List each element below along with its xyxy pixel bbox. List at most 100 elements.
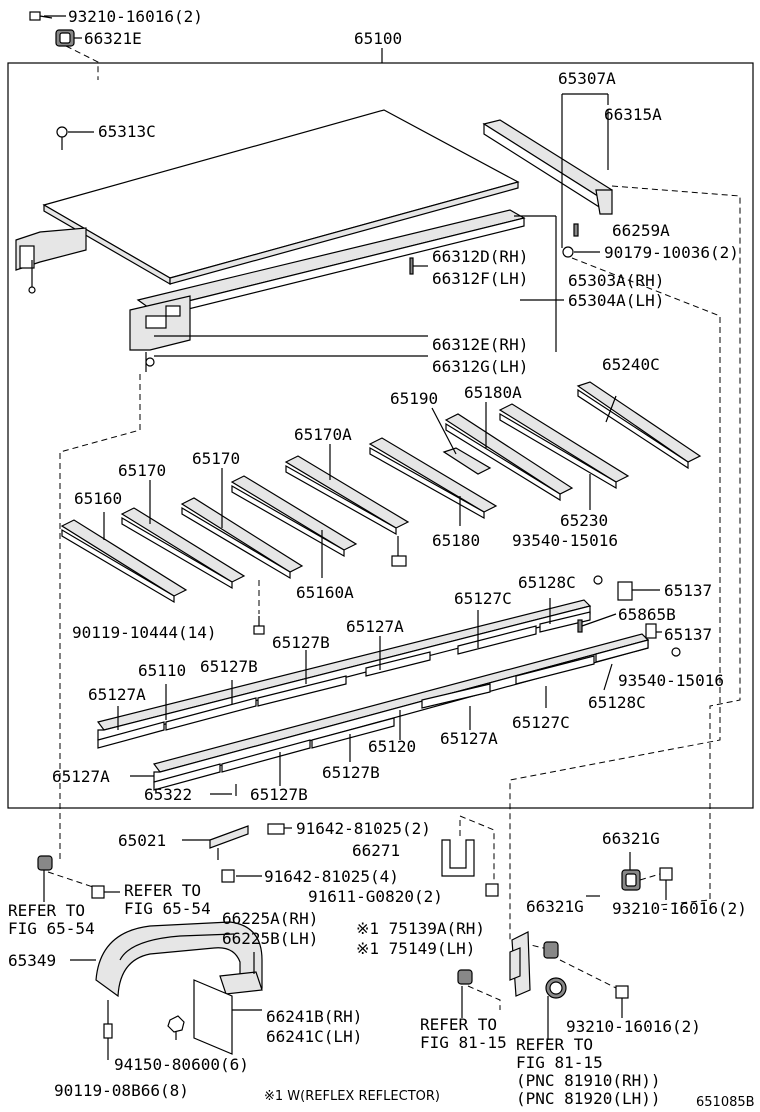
label-93540-b: 93540-15016: [618, 671, 724, 690]
bolt-icon: [267, 823, 285, 835]
label-65190: 65190: [390, 389, 438, 408]
label-91642-b: 91642-81025(4): [264, 867, 399, 886]
label-93210-c: 93210-16016(2): [566, 1017, 701, 1036]
label-91611: 91611-G0820(2): [308, 887, 443, 906]
label-65128C-b: 65128C: [588, 693, 646, 712]
label-65137-b: 65137: [664, 625, 712, 644]
label-65127C-b: 65127C: [512, 713, 570, 732]
label-65160A: 65160A: [296, 583, 354, 602]
label-66312D: 66312D(RH): [432, 247, 528, 266]
label-65304A: 65304A(LH): [568, 291, 664, 310]
label-65307A: 65307A: [558, 69, 616, 88]
bracket-65137-bottom: [645, 623, 657, 639]
label-66315A: 66315A: [604, 105, 662, 124]
label-65303A: 65303A(RH): [568, 271, 664, 290]
label-91642-a: 91642-81025(2): [296, 819, 431, 838]
label-65230: 65230: [560, 511, 608, 530]
label-93210-b: 93210-16016(2): [612, 899, 747, 918]
label-75149: ※1 75149(LH): [356, 939, 475, 958]
refer-65-54-b-line2: FIG 65-54: [124, 899, 211, 918]
bolt-icon: [221, 869, 235, 883]
bolt-icon: [485, 883, 499, 897]
label-66321G-b: 66321G: [526, 897, 584, 916]
cross-member-65170-1: [120, 507, 246, 590]
label-65127B-d: 65127B: [250, 785, 308, 804]
bracket-66225: [219, 952, 263, 995]
label-66271: 66271: [352, 841, 400, 860]
label-65127B-c: 65127B: [322, 763, 380, 782]
cross-member-65180A: [498, 403, 630, 490]
label-90179: 90179-10036(2): [604, 243, 739, 262]
label-65100: 65100: [354, 29, 402, 48]
bracket-66271: [441, 839, 475, 877]
label-65170-2: 65170: [192, 449, 240, 468]
label-66241B: 66241B(RH): [266, 1007, 362, 1026]
diagram-code: 651085B: [696, 1095, 755, 1110]
label-65128C-a: 65128C: [518, 573, 576, 592]
cross-member-65190: [442, 447, 492, 475]
label-65137-a: 65137: [664, 581, 712, 600]
label-66312E: 66312E(RH): [432, 335, 528, 354]
label-65127C-a: 65127C: [454, 589, 512, 608]
label-66225A: 66225A(RH): [222, 909, 318, 928]
bolt-icon: [29, 11, 53, 21]
label-pnc-81910: (PNC 81910(RH)): [516, 1071, 661, 1090]
reflector-icon: [545, 977, 567, 999]
label-66321G-a: 66321G: [602, 829, 660, 848]
label-65110: 65110: [138, 661, 186, 680]
cushion-icon: [55, 29, 75, 47]
label-90119-08B66: 90119-08B66(8): [54, 1081, 189, 1100]
label-65127B-b: 65127B: [200, 657, 258, 676]
refer-65-54-b-line1: REFER TO: [124, 881, 201, 900]
label-66225B: 66225B(LH): [222, 929, 318, 948]
label-65021: 65021: [118, 831, 166, 850]
cushion-icon: [621, 869, 641, 891]
refer-81-15-a-line2: FIG 81-15: [420, 1033, 507, 1052]
label-66241C: 66241C(LH): [266, 1027, 362, 1046]
label-65127B-a: 65127B: [272, 633, 330, 652]
hinge-bracket: [15, 227, 87, 294]
label-66259A: 66259A: [612, 221, 670, 240]
label-65170A: 65170A: [294, 425, 352, 444]
cushion-icon: [457, 969, 473, 985]
bolt-icon: [253, 616, 265, 635]
label-65127A-b: 65127A: [88, 685, 146, 704]
part-labels: 93210-16016(2) 66321E 65100 65307A 66315…: [8, 7, 755, 1110]
bolt-icon: [91, 885, 105, 899]
label-65180A: 65180A: [464, 383, 522, 402]
label-65322: 65322: [144, 785, 192, 804]
pin-icon: [56, 126, 68, 150]
bracket-65021: [209, 825, 249, 860]
refer-81-15-b-line1: REFER TO: [516, 1035, 593, 1054]
label-65127A-a: 65127A: [346, 617, 404, 636]
label-65120: 65120: [368, 737, 416, 756]
side-rail-65303A: [129, 209, 526, 351]
label-75139A: ※1 75139A(RH): [356, 919, 485, 938]
bolt-icon: [615, 985, 629, 999]
cross-member-65160A: [230, 475, 358, 558]
label-65240C: 65240C: [602, 355, 660, 374]
cross-member-65180: [368, 437, 498, 520]
cushion-icon: [543, 941, 559, 959]
cross-member-65170-2: [180, 497, 304, 580]
rail-65307A: [482, 119, 613, 215]
cross-member-65230: [444, 413, 574, 502]
nut-icon: [167, 1015, 185, 1033]
cross-member-65240C: [576, 381, 702, 470]
assembly-frame: [7, 62, 754, 809]
cross-member-65170A: [284, 455, 410, 536]
reflector-bracket: [509, 931, 531, 997]
wear-strips: [97, 611, 649, 791]
label-94150: 94150-80600(6): [114, 1055, 249, 1074]
label-65313C: 65313C: [98, 122, 156, 141]
refer-81-15-b-line2: FIG 81-15: [516, 1053, 603, 1072]
refer-65-54-a-line1: REFER TO: [8, 901, 85, 920]
label-93540-a: 93540-15016: [512, 531, 618, 550]
mud-flap-66241: [193, 979, 233, 1055]
cushion-icon: [37, 855, 53, 871]
bolt-icon: [659, 867, 673, 881]
mudguard-65349: [95, 921, 263, 998]
label-66312G: 66312G(LH): [432, 357, 528, 376]
label-pnc-81920: (PNC 81920(LH)): [516, 1089, 661, 1108]
